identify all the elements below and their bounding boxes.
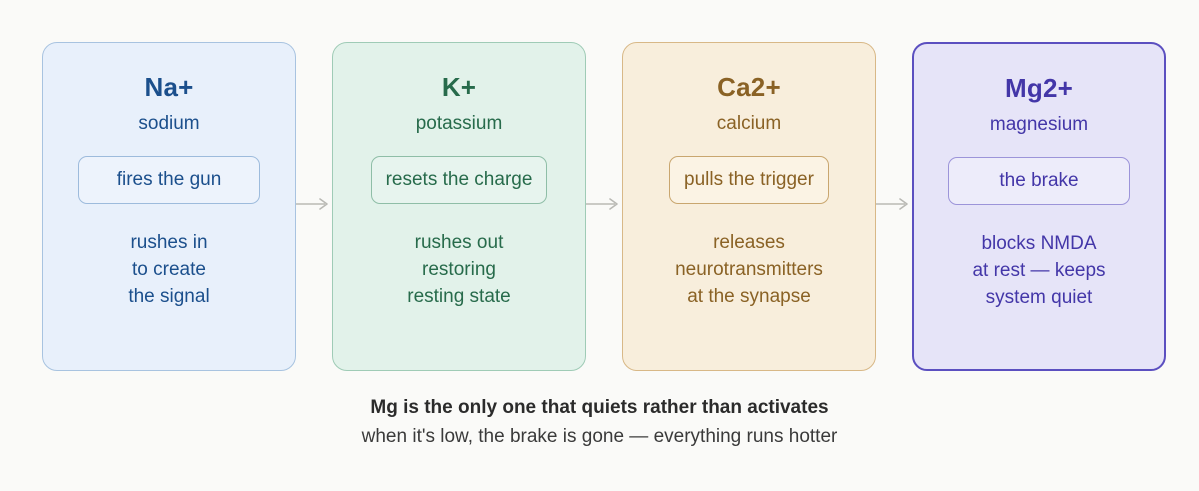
ion-symbol-magnesium: Mg2+ [1005, 73, 1073, 103]
arrow-right-icon [296, 198, 328, 210]
arrow-right-icon [876, 198, 908, 210]
ion-symbol-sodium: Na+ [144, 72, 194, 102]
caption-line-primary: Mg is the only one that quiets rather th… [370, 397, 829, 418]
caption-block: Mg is the only one that quiets rather th… [0, 394, 1199, 452]
ion-symbol-potassium: K+ [441, 72, 477, 102]
ion-name-magnesium: magnesium [989, 114, 1089, 135]
arrow-right-icon [586, 198, 618, 210]
flow-arrow-2 [586, 42, 622, 371]
flow-arrow-1 [296, 42, 332, 371]
ion-card-potassium[interactable]: K+ potassium resets the charge rushes ou… [332, 42, 586, 371]
ion-chip-potassium[interactable]: resets the charge [370, 156, 548, 204]
ion-symbol-calcium: Ca2+ [717, 72, 781, 102]
ion-chip-magnesium[interactable]: the brake [948, 157, 1130, 205]
caption-line-secondary: when it's low, the brake is gone — every… [361, 426, 838, 447]
flow-arrow-3 [876, 42, 912, 371]
ion-name-sodium: sodium [138, 113, 200, 134]
ion-chip-sodium[interactable]: fires the gun [78, 156, 260, 204]
ion-name-calcium: calcium [716, 113, 782, 134]
ion-name-potassium: potassium [415, 113, 503, 134]
ion-chip-calcium[interactable]: pulls the trigger [669, 156, 829, 204]
